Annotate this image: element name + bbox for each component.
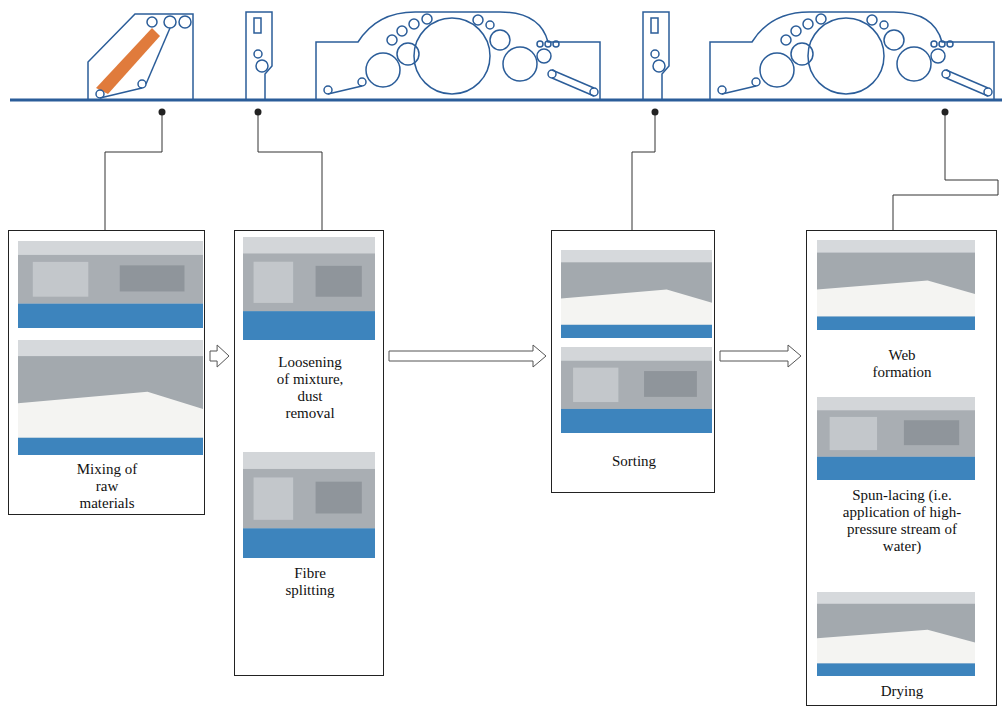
sub-step-label: Spun-lacing (i.e. application of high-pr…	[838, 487, 966, 555]
step-label: Loosening of mixture, dust removal	[272, 354, 348, 422]
roller	[486, 21, 494, 29]
machine-outline	[88, 14, 193, 100]
roller	[422, 14, 432, 24]
leader-line	[632, 112, 655, 230]
belt	[552, 70, 594, 88]
carding-machine	[316, 12, 600, 100]
photo	[18, 340, 203, 455]
roller	[397, 43, 419, 65]
roller	[503, 47, 537, 81]
belt	[552, 78, 594, 96]
mixer-machine	[88, 14, 193, 100]
flow-arrow	[720, 345, 801, 367]
roller	[138, 80, 146, 88]
roller	[490, 30, 510, 50]
belt	[100, 88, 142, 98]
leader-line	[258, 112, 322, 230]
opener-machine	[643, 12, 669, 100]
process-box: Sorting	[551, 230, 715, 493]
process-box: Mixing of raw materials	[8, 230, 205, 515]
machine-band	[96, 28, 160, 94]
leader-line	[105, 112, 162, 230]
photo	[243, 452, 375, 558]
carding-machine	[710, 12, 994, 100]
station-dot	[159, 109, 166, 116]
roller	[147, 17, 157, 27]
photo	[817, 240, 975, 330]
leader-line	[893, 112, 998, 230]
photo	[18, 241, 203, 328]
photo	[561, 347, 712, 433]
machine-outline	[246, 12, 272, 100]
photo	[817, 592, 975, 676]
roller	[397, 26, 407, 36]
roller	[387, 35, 397, 45]
opener-machine	[246, 12, 272, 100]
flow-arrow	[210, 345, 229, 367]
step-label: Web formation	[867, 347, 937, 381]
roller	[473, 15, 483, 25]
belt	[146, 28, 170, 84]
roller	[164, 16, 176, 28]
cylinder	[414, 18, 490, 94]
step-label: Mixing of raw materials	[72, 461, 142, 512]
sub-step-label: Fibre splitting	[275, 565, 345, 599]
belt	[328, 86, 362, 94]
process-box: Web formationSpun-lacing (i.e. applicati…	[806, 230, 997, 706]
roller	[358, 78, 366, 86]
roller	[409, 19, 419, 29]
process-box: Loosening of mixture, dust removalFibre …	[234, 230, 384, 676]
station-dot	[255, 109, 262, 116]
sub-step-label: Drying	[857, 683, 947, 700]
station-dot	[652, 109, 659, 116]
roller	[366, 53, 400, 87]
leader-lines	[105, 112, 998, 230]
machine-window	[254, 18, 261, 33]
machine-outline	[316, 12, 600, 100]
roller	[545, 41, 551, 47]
roller	[553, 41, 559, 47]
roller	[179, 16, 191, 28]
station-dots	[159, 109, 949, 116]
station-dot	[942, 109, 949, 116]
photo	[817, 397, 975, 480]
production-line	[10, 99, 1002, 102]
photo	[243, 237, 375, 340]
roller	[256, 60, 268, 72]
roller	[537, 49, 551, 63]
roller	[254, 50, 262, 58]
roller	[537, 41, 543, 47]
photo	[561, 250, 712, 338]
step-label: Sorting	[589, 453, 679, 470]
flow-arrow	[389, 345, 546, 367]
